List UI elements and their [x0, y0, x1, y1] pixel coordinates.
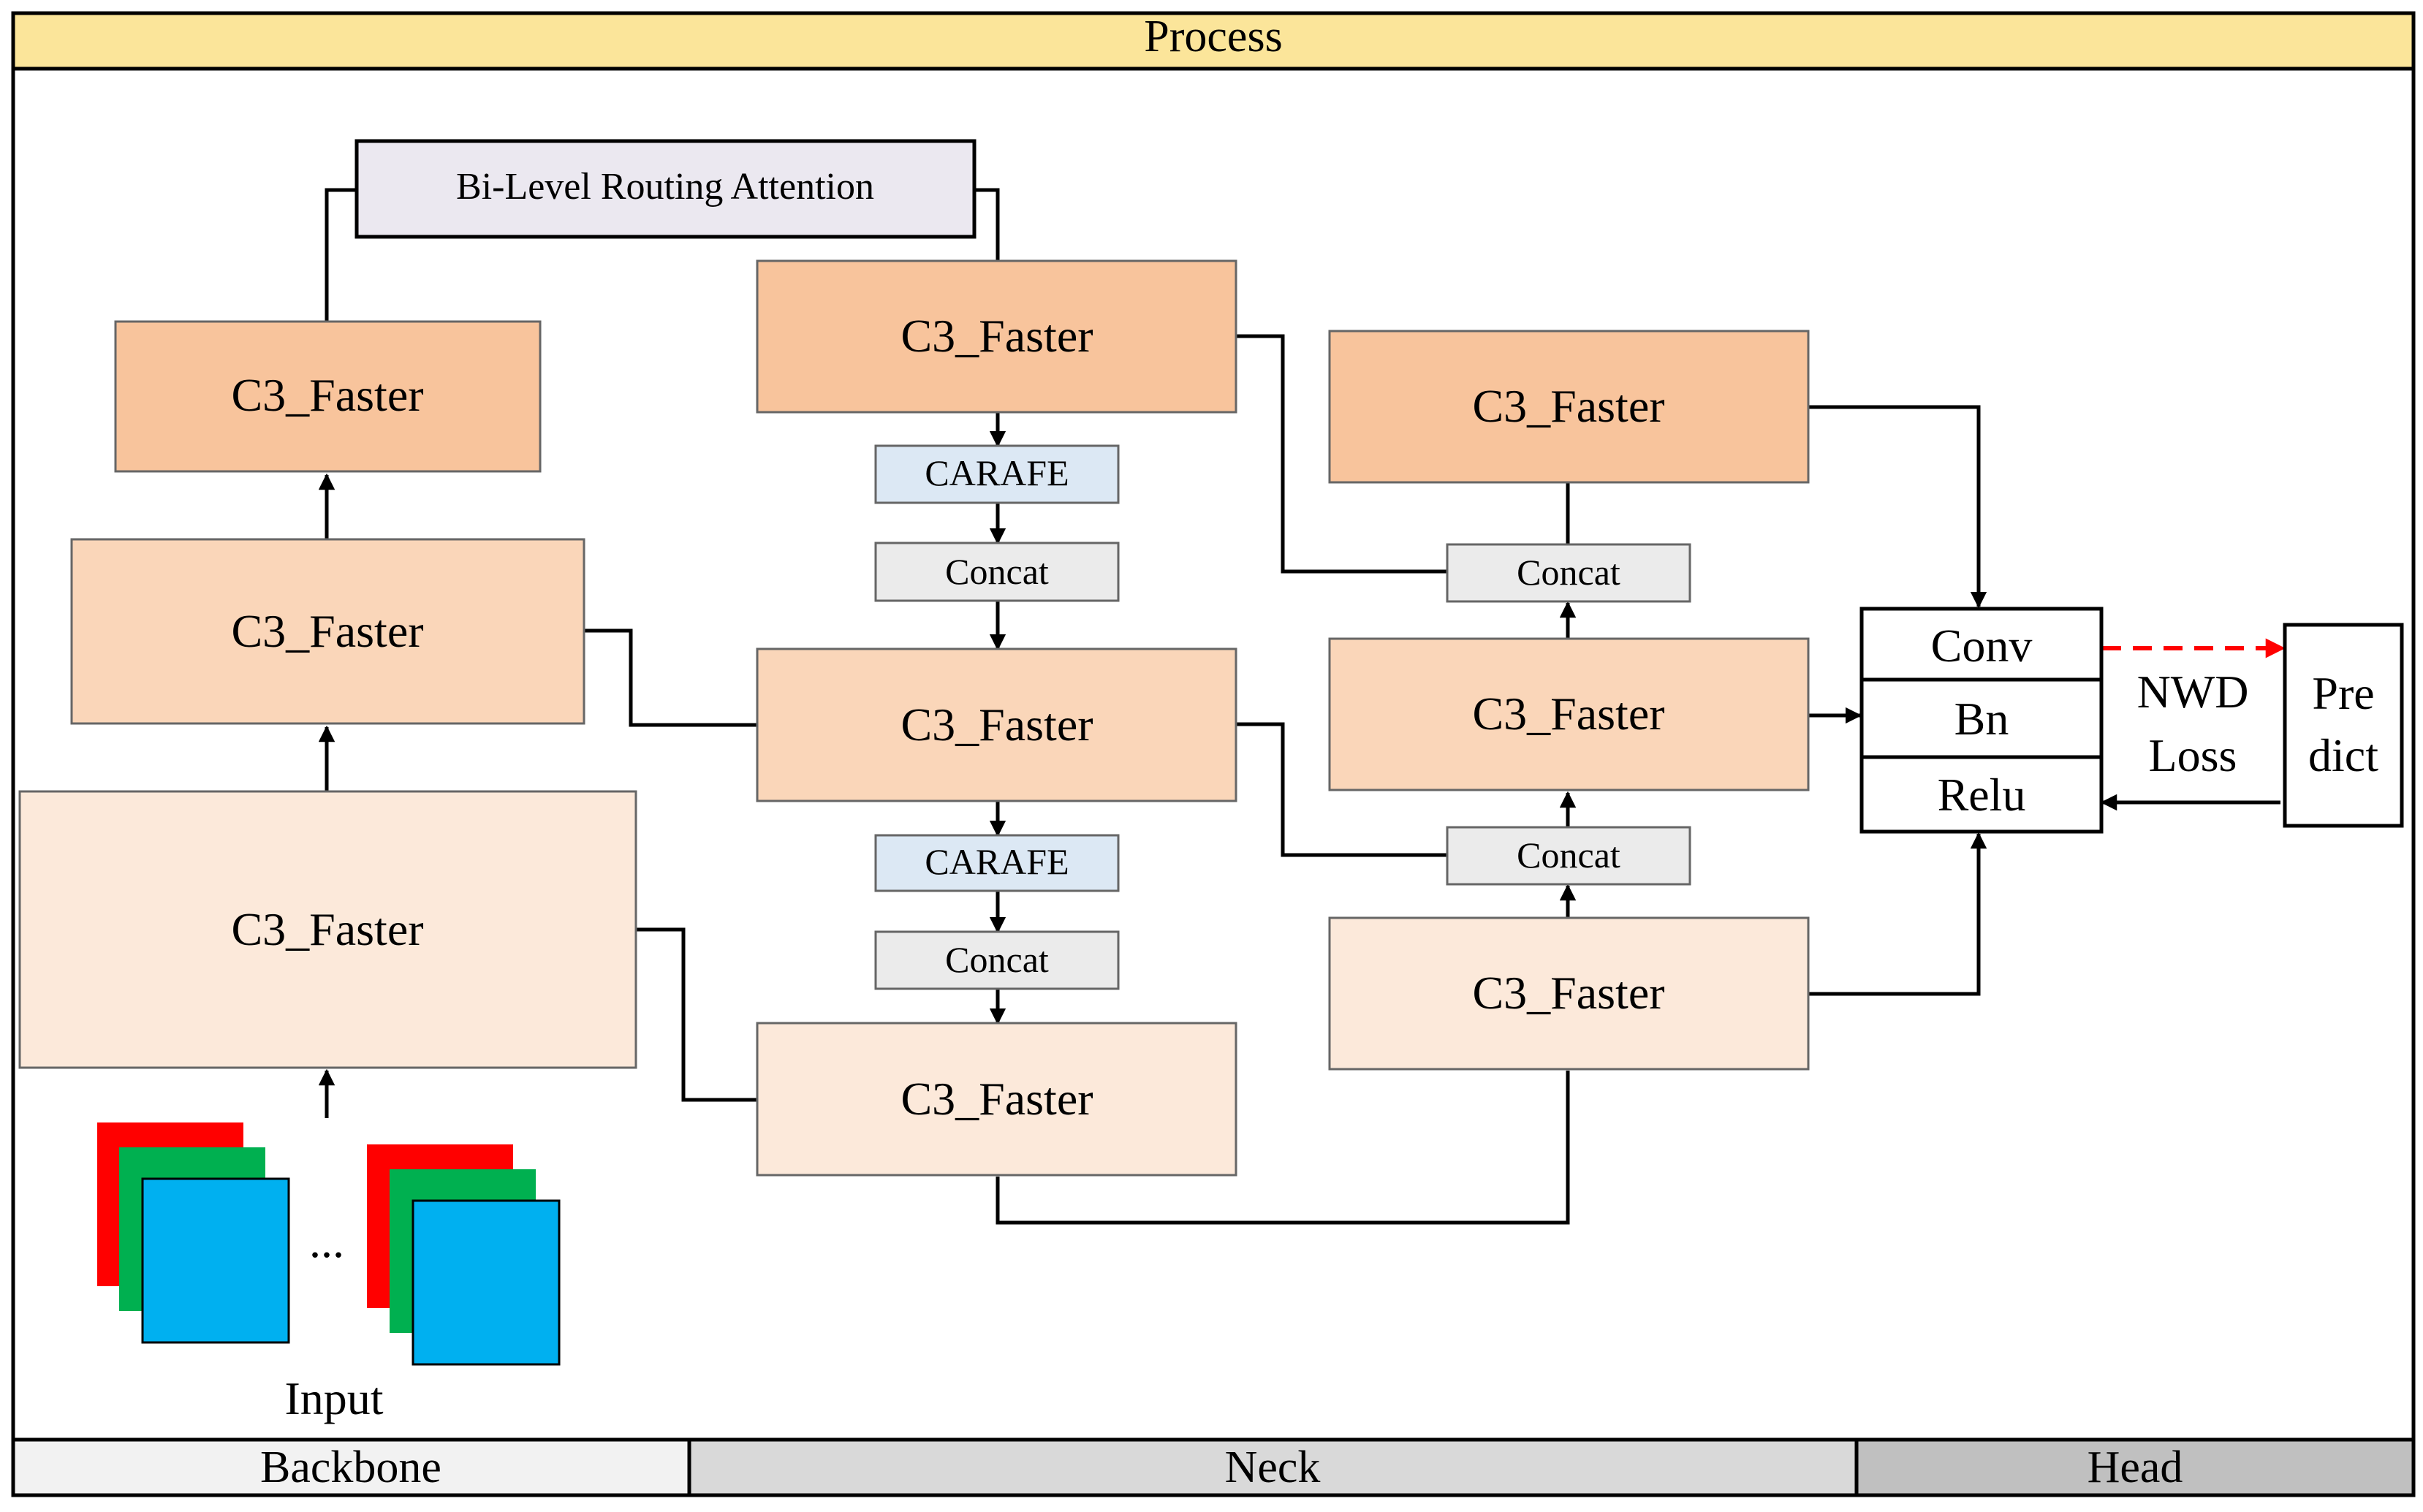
c3-faster-neck-4 — [1328, 330, 1810, 484]
c3-faster-backbone-1-label: C3_Faster — [231, 903, 423, 955]
edge-c3-b2-to-c3-n2 — [583, 628, 757, 727]
c3-faster-backbone-3-label: C3_Faster — [231, 369, 423, 421]
head-conv-bn-relu — [1859, 607, 2104, 834]
edge-c3-b1-to-c3-n3 — [636, 927, 757, 1102]
c3-faster-neck-3 — [756, 1022, 1237, 1177]
c3-faster-neck-5-label: C3_Faster — [1472, 688, 1664, 740]
concat-1 — [874, 542, 1120, 602]
predict-label-line1: Pre — [2312, 667, 2374, 719]
c3-faster-neck-2-label: C3_Faster — [900, 699, 1093, 751]
predict-label-line2: dict — [2308, 729, 2378, 781]
c3-faster-neck-3-label: C3_Faster — [900, 1073, 1093, 1125]
section-backbone — [11, 1437, 691, 1497]
head-relu-label: Relu — [1938, 769, 2026, 821]
connectors — [318, 188, 2280, 1225]
bi-level-routing-attention-label: Bi-Level Routing Attention — [456, 166, 874, 208]
concat-3 — [1446, 543, 1691, 603]
c3-faster-neck-1 — [756, 259, 1237, 414]
input-image-stack-1 — [97, 1122, 290, 1344]
c3-faster-backbone-2-label: C3_Faster — [231, 605, 423, 657]
section-head — [1854, 1437, 2416, 1497]
concat-1-label: Concat — [945, 551, 1049, 592]
section-backbone-label: Backbone — [260, 1443, 441, 1492]
edge-c3-n6-to-relu — [1807, 832, 1987, 996]
carafe-1 — [874, 444, 1120, 504]
section-head-label: Head — [2088, 1443, 2183, 1492]
c3-faster-neck-2 — [756, 647, 1237, 802]
predict-block — [2283, 623, 2404, 828]
carafe-2-label: CARAFE — [925, 841, 1069, 882]
edge-c3-n1-to-concat3 — [1235, 334, 1447, 574]
c3-faster-neck-4-label: C3_Faster — [1472, 380, 1664, 432]
c3-faster-neck-6 — [1328, 916, 1810, 1071]
c3-faster-backbone-3 — [114, 320, 542, 473]
c3-faster-neck-1-label: C3_Faster — [900, 310, 1093, 362]
input-ellipsis: ... — [309, 1215, 344, 1267]
bi-level-routing-attention-block — [354, 139, 977, 239]
input-image-stack-2 — [367, 1144, 561, 1366]
concat-4 — [1446, 826, 1691, 886]
section-neck-label: Neck — [1225, 1443, 1321, 1492]
nwd-loss-label-line1: NWD — [2137, 666, 2249, 718]
process-title: Process — [1144, 12, 1282, 61]
edge-c3-n3-to-c3-n6 — [996, 1071, 1570, 1225]
carafe-1-label: CARAFE — [925, 452, 1069, 493]
edge-c3-b3-to-attention — [325, 188, 357, 322]
c3-faster-neck-5 — [1328, 637, 1810, 791]
input-label: Input — [284, 1372, 383, 1424]
head-conv-label: Conv — [1931, 620, 2033, 672]
concat-2-label: Concat — [945, 939, 1049, 980]
edge-c3-n2-to-concat4 — [1235, 722, 1447, 857]
c3-faster-neck-6-label: C3_Faster — [1472, 967, 1664, 1019]
process-header — [11, 11, 2416, 71]
concat-3-label: Concat — [1517, 552, 1620, 593]
c3-faster-backbone-2 — [70, 538, 585, 725]
concat-2 — [874, 930, 1120, 990]
c3-faster-backbone-1 — [18, 790, 637, 1069]
carafe-2 — [874, 834, 1120, 892]
edge-attention-to-c3-n1 — [974, 188, 1000, 262]
concat-4-label: Concat — [1517, 835, 1620, 875]
nwd-loss-label-line2: Loss — [2149, 729, 2237, 781]
edge-c3-n4-to-conv — [1807, 405, 1987, 609]
head-bn-label: Bn — [1954, 693, 2009, 745]
